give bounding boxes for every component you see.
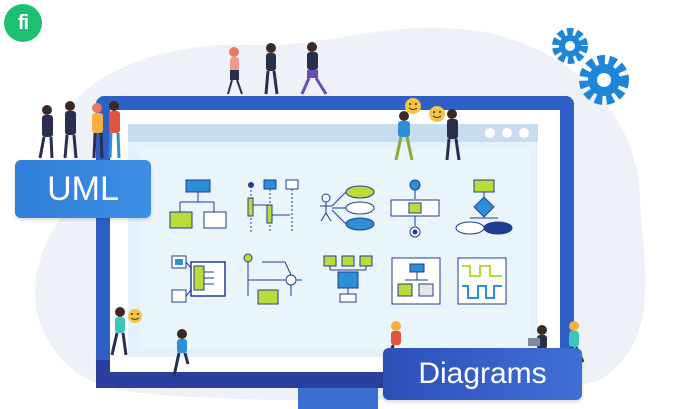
browser-titlebar [128,124,538,142]
timing-diagram-thumbnail [457,257,507,305]
component-diagram-thumbnail [171,255,226,303]
org-diagram-thumbnail [323,255,373,303]
window-dot [519,128,529,138]
fiverr-logo: fi [4,4,42,42]
person-figure [92,103,104,159]
person-figure [227,47,243,95]
diagrams-label-text: Diagrams [418,357,547,390]
table-diagram-thumbnail [391,257,441,305]
use-case-diagram-thumbnail [320,185,375,231]
person-figure [528,325,547,349]
person-figure [445,109,461,161]
decision-diagram-thumbnail [455,179,513,235]
person-figure [63,101,78,159]
gear-icon [579,55,629,105]
smiley-icon [405,98,421,114]
diagrams-label: Diagrams [383,348,582,400]
person-figure [108,101,121,159]
person-figure [300,42,328,95]
person-figure [38,105,54,159]
gear-icon [552,28,588,64]
window-dot [485,128,495,138]
uml-label: UML [15,160,151,218]
uml-label-text: UML [47,169,119,208]
class-diagram-thumbnail [169,179,227,229]
person-figure [264,43,279,95]
window-dot [502,128,512,138]
flow-diagram-thumbnail [243,253,302,305]
person-figure [110,307,128,356]
smiley-icon [429,106,445,122]
activity-diagram-thumbnail [390,179,440,238]
person-figure [172,329,190,377]
monitor-stand [298,388,378,409]
person-figure [394,111,414,161]
smiley-icon [128,309,142,323]
sequence-diagram-thumbnail [247,179,299,232]
